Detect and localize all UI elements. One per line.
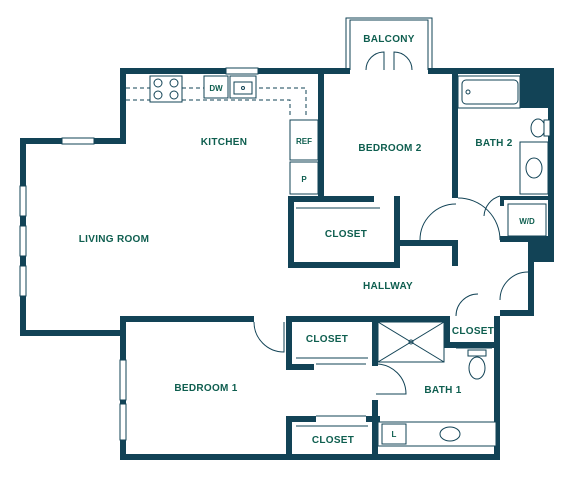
- washer-dryer-label: W/D: [519, 217, 535, 226]
- bath2-label: BATH 2: [475, 138, 512, 149]
- washer-dryer-box: [507, 203, 547, 237]
- refrigerator-label: REF: [296, 137, 312, 146]
- refrigerator-box: [289, 119, 319, 161]
- balcony-label: BALCONY: [363, 34, 415, 45]
- pantry-box: [289, 161, 319, 195]
- closet-bedroom2-label: CLOSET: [325, 229, 367, 240]
- closet-shelves: [296, 207, 492, 427]
- bedroom2-label: BEDROOM 2: [358, 143, 421, 154]
- closet-hall-left-label: CLOSET: [306, 334, 348, 345]
- bath1-label: BATH 1: [424, 385, 461, 396]
- hallway-label: HALLWAY: [363, 281, 413, 292]
- balcony: [345, 17, 433, 72]
- windows: [19, 67, 259, 441]
- kitchen-counter: [126, 75, 319, 195]
- pantry-label: P: [301, 175, 307, 184]
- linen-label: L: [392, 430, 397, 439]
- kitchen-label: KITCHEN: [201, 137, 248, 148]
- dishwasher-label: DW: [209, 84, 223, 93]
- bath1-fixtures: [377, 321, 497, 447]
- dishwasher-box: [203, 75, 229, 99]
- closet-bedroom1-label: CLOSET: [312, 435, 354, 446]
- living-room-label: LIVING ROOM: [79, 234, 150, 245]
- walls: [20, 68, 554, 460]
- closet-hall-right-label: CLOSET: [452, 326, 494, 337]
- bath2-fixtures: [457, 75, 551, 237]
- bedroom1-label: BEDROOM 1: [174, 383, 237, 394]
- door-swings: [253, 195, 529, 417]
- linen-box: [381, 423, 407, 445]
